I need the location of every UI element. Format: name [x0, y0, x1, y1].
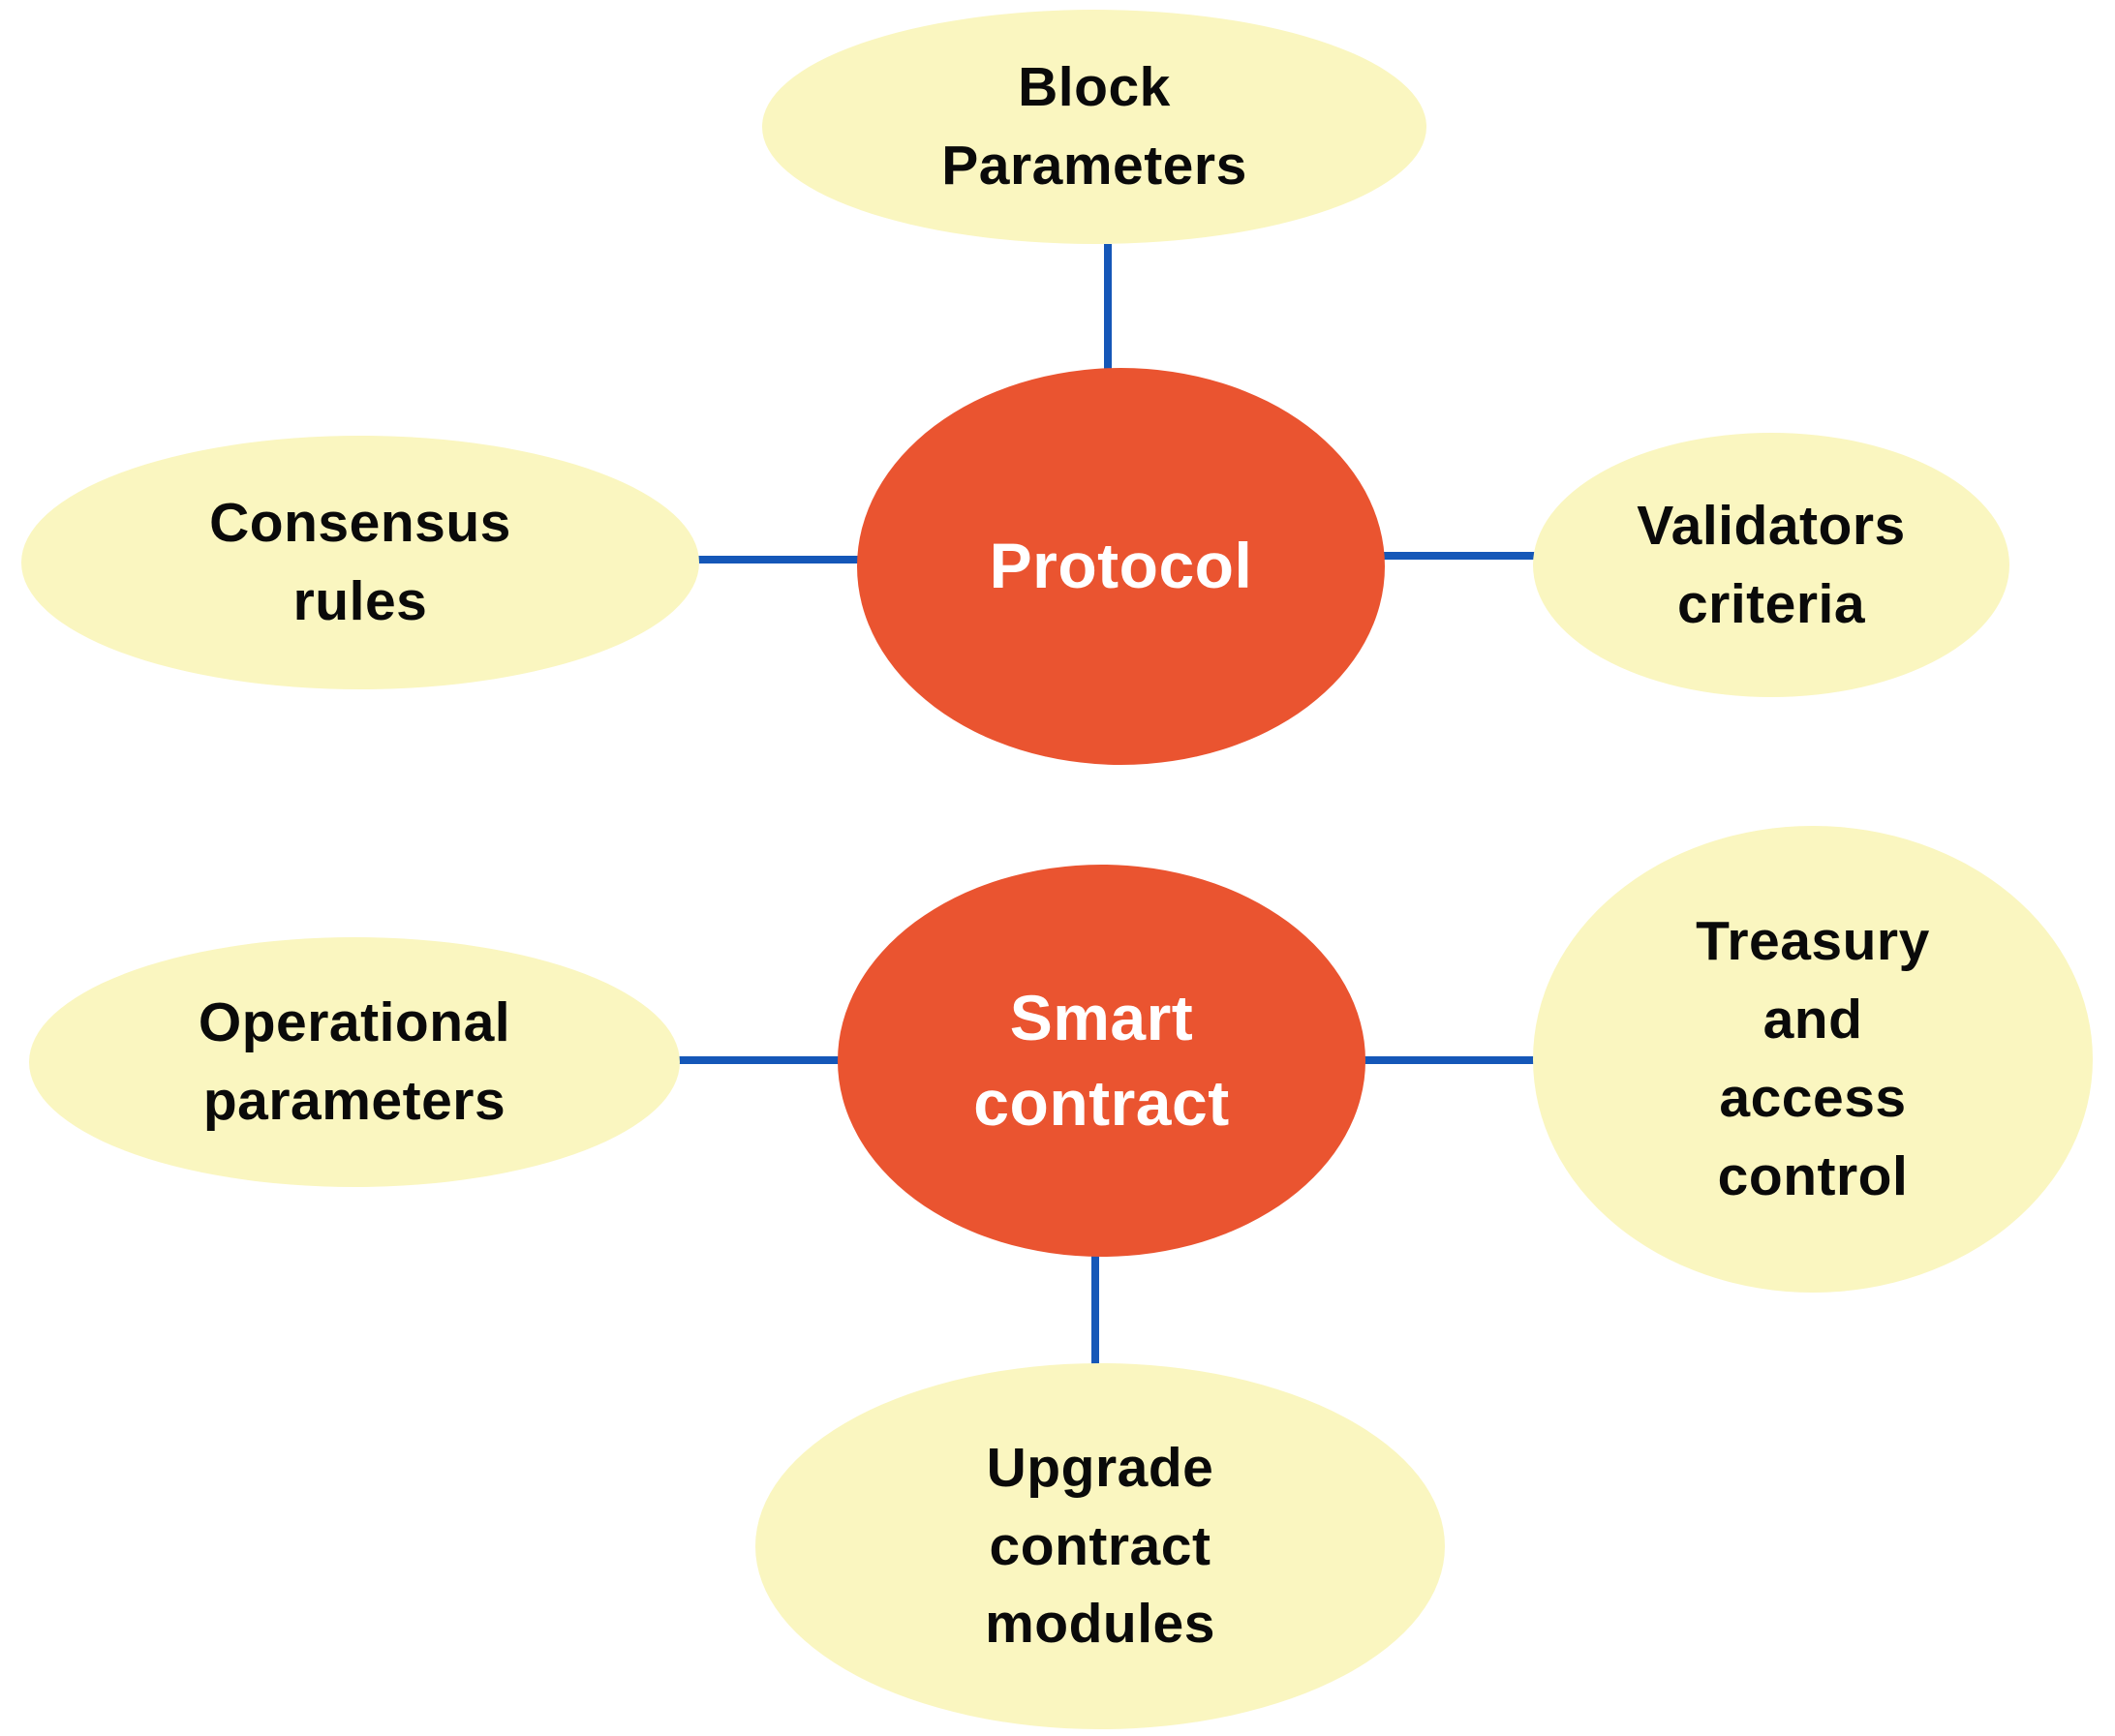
- node-validators-criteria-label-line2: criteria: [1676, 572, 1866, 635]
- node-treasury-label-line4: control: [1717, 1144, 1909, 1207]
- node-block-parameters: Block Parameters: [762, 10, 1426, 244]
- node-block-parameters-label-line2: Parameters: [941, 135, 1247, 197]
- node-treasury-label-line1: Treasury: [1696, 910, 1930, 973]
- connector-protocol-to-consensus-rules: [690, 556, 864, 563]
- node-operational-parameters-label-line1: Operational: [198, 991, 511, 1054]
- node-validators-criteria: Validators criteria: [1533, 433, 2009, 697]
- node-operational-parameters-label-line2: parameters: [202, 1070, 506, 1132]
- node-upgrade-modules-label-line3: modules: [985, 1593, 1215, 1656]
- node-consensus-rules-label-line1: Consensus: [209, 492, 511, 555]
- node-treasury-label-line3: access: [1719, 1067, 1907, 1129]
- connector-protocol-to-validators-criteria: [1377, 552, 1542, 560]
- node-operational-parameters: Operational parameters: [29, 937, 680, 1187]
- node-upgrade-modules-label-line2: contract: [989, 1514, 1211, 1577]
- connector-smart-contract-to-operational-parameters: [674, 1056, 844, 1064]
- node-treasury-label-line2: and: [1762, 989, 1863, 1051]
- node-block-parameters-label-line1: Block: [1018, 56, 1171, 119]
- connector-smart-contract-to-upgrade-modules: [1091, 1251, 1099, 1369]
- node-upgrade-modules-label-line1: Upgrade: [986, 1436, 1214, 1499]
- node-upgrade-contract-modules: Upgrade contract modules: [755, 1363, 1445, 1729]
- node-consensus-rules-label-line2: rules: [292, 570, 428, 632]
- node-smart-contract-label-line2: contract: [973, 1066, 1230, 1139]
- node-protocol-label: Protocol: [989, 530, 1253, 602]
- connector-protocol-to-block-parameters: [1104, 244, 1112, 374]
- connector-smart-contract-to-treasury: [1360, 1056, 1540, 1064]
- node-smart-contract-hub: Smart contract: [838, 865, 1365, 1257]
- node-treasury-access-control: Treasury and access control: [1533, 826, 2093, 1293]
- node-protocol-hub: Protocol: [857, 368, 1385, 765]
- node-validators-criteria-label-line1: Validators: [1637, 494, 1906, 557]
- node-consensus-rules: Consensus rules: [21, 436, 699, 689]
- node-smart-contract-label-line1: Smart: [1009, 982, 1194, 1054]
